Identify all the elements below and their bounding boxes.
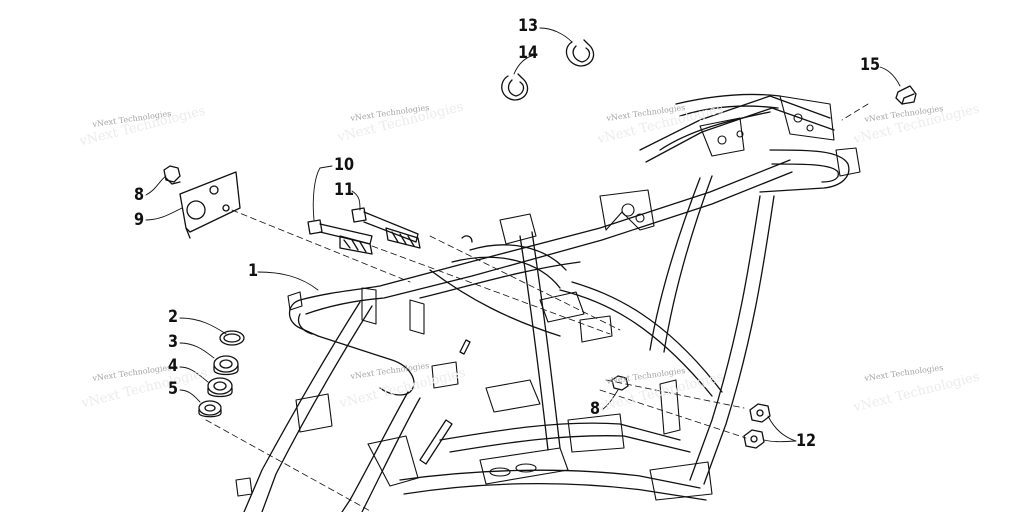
callout-10: 10: [334, 155, 355, 175]
nut-part-8-lower: [611, 375, 629, 391]
leader-lines: [205, 103, 869, 512]
callout-14: 14: [518, 43, 539, 63]
frame-tubes: [243, 93, 850, 512]
callout-8-upper: 8: [134, 185, 145, 205]
mount-plate-part-9: [179, 171, 241, 239]
nut-part-8: [163, 165, 181, 185]
callout-12: 12: [796, 431, 817, 451]
callout-leaders: [145, 27, 901, 443]
spring-part: [419, 235, 473, 465]
snap-ring-part-2: [219, 330, 245, 346]
callout-15: 15: [860, 55, 881, 75]
callout-11: 11: [334, 180, 355, 200]
callout-13: 13: [518, 16, 539, 36]
callout-5: 5: [168, 379, 179, 399]
clip-part-14: [501, 73, 529, 101]
bolt-part-11: [351, 207, 421, 249]
cap-part-15: [895, 85, 917, 105]
bolt-part-10: [307, 219, 373, 255]
callout-9: 9: [134, 210, 145, 230]
callout-3: 3: [168, 332, 179, 352]
nut-part-12-upper: [749, 403, 771, 423]
clip-part-13: [565, 39, 595, 67]
nut-part-12-lower: [743, 429, 765, 449]
bearing-part-3: [213, 355, 239, 376]
washer-part-5: [198, 400, 222, 418]
callout-2: 2: [168, 307, 179, 327]
callout-4: 4: [168, 356, 179, 376]
bearing-part-4: [207, 377, 233, 398]
frame-brackets: [235, 95, 861, 501]
callout-1: 1: [248, 261, 259, 281]
callout-8-lower: 8: [590, 399, 601, 419]
